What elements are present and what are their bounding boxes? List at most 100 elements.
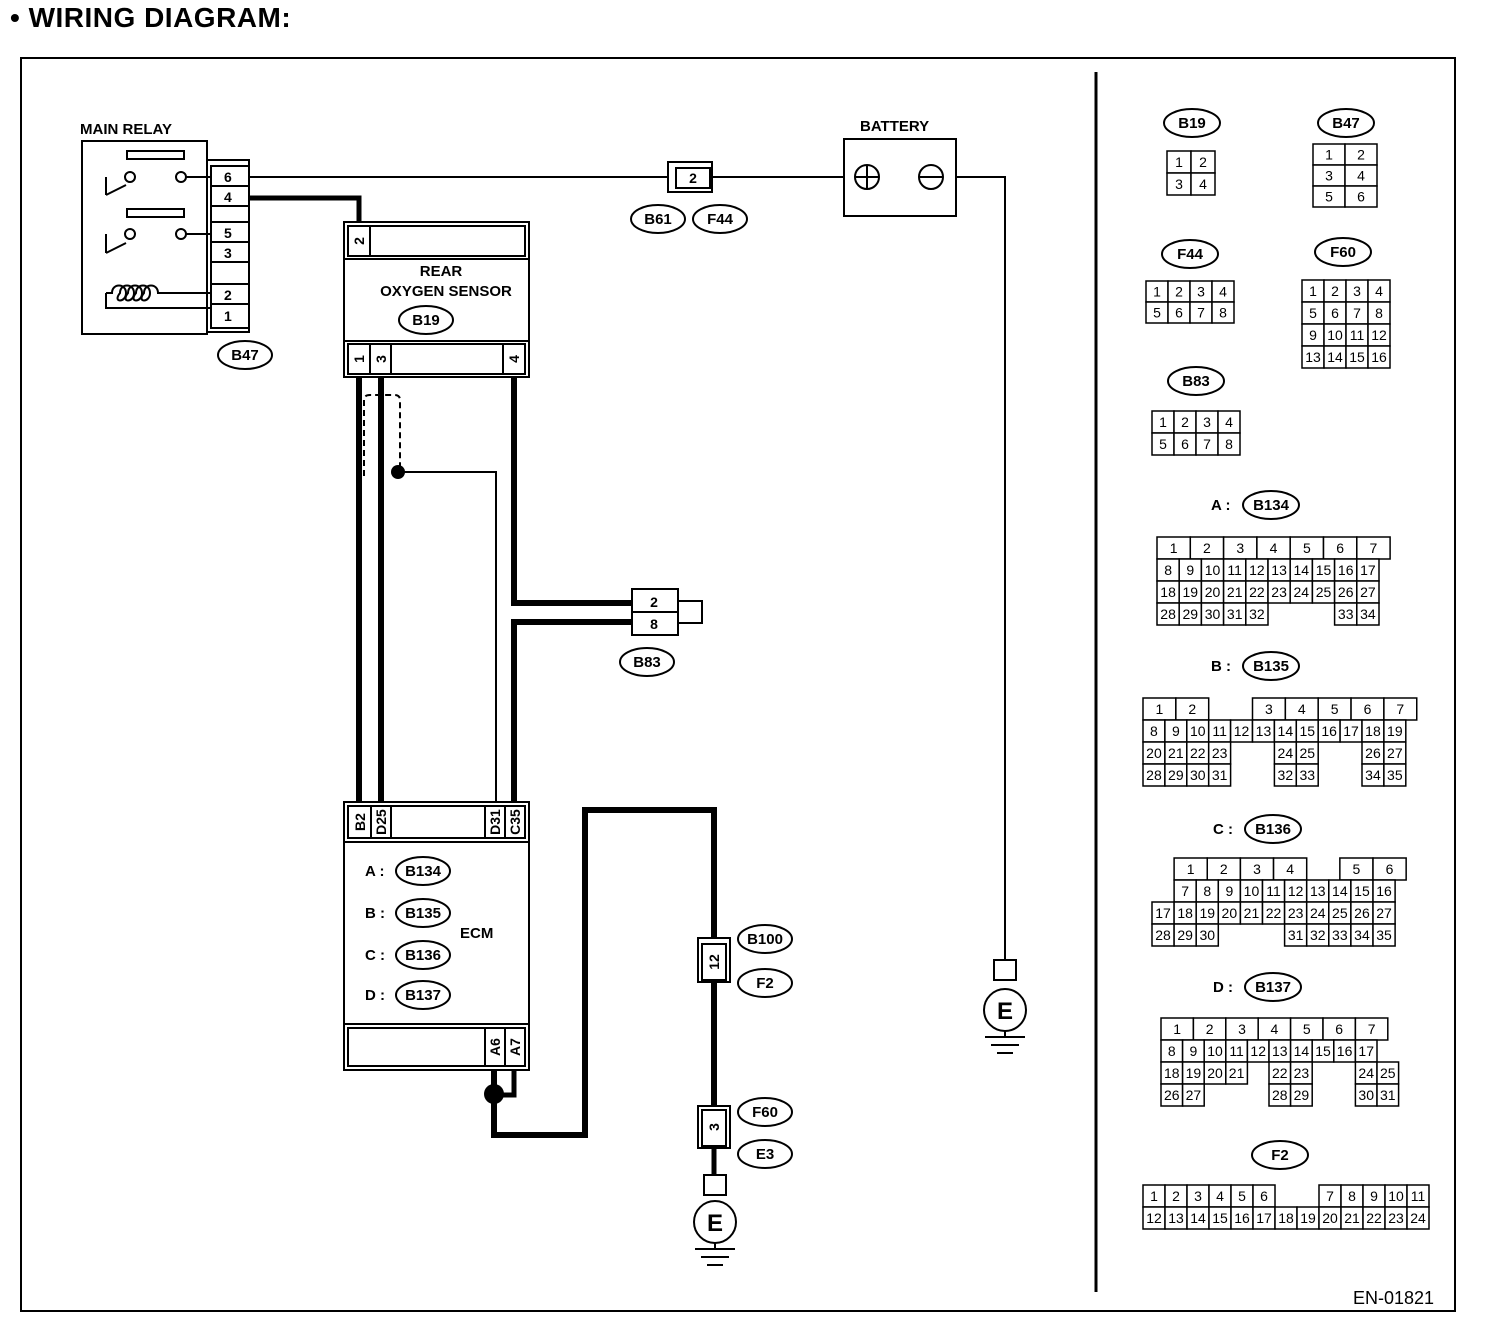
pin-number: 20	[1207, 1065, 1223, 1081]
pin-number: 30	[1358, 1087, 1374, 1103]
pin-number: 20	[1222, 905, 1238, 921]
connector-view-name: F60	[1330, 244, 1356, 261]
pin-number: 11	[1411, 1188, 1426, 1204]
pin-number: 17	[1155, 905, 1171, 921]
pin-number: 20	[1146, 745, 1162, 761]
pin-number: 8	[1375, 305, 1383, 321]
connector-view-prefix: A :	[1211, 497, 1230, 514]
pin-number: 17	[1343, 723, 1359, 739]
pin-number: 5	[1303, 540, 1311, 556]
connector-tag-e3	[737, 1139, 793, 1169]
pin-number: 16	[1321, 723, 1337, 739]
svg-text:B137: B137	[405, 987, 441, 1004]
pin-number: 7	[1203, 436, 1211, 452]
pin-number: 6	[1336, 540, 1344, 556]
pin-number: 31	[1288, 927, 1304, 943]
connector-view-name: F44	[1177, 246, 1204, 263]
pin-number: 17	[1256, 1210, 1272, 1226]
svg-text:E3: E3	[756, 1146, 774, 1163]
pin-cell	[1289, 1083, 1313, 1107]
relay-pin-6: 6	[224, 169, 232, 185]
pin-number: 2	[1206, 1021, 1214, 1037]
pin-number: 15	[1299, 723, 1315, 739]
pin-number: 8	[1225, 436, 1233, 452]
pin-number: 19	[1186, 1065, 1202, 1081]
pin-number: 35	[1376, 927, 1392, 943]
pin-number: 29	[1168, 767, 1184, 783]
pin-number: 7	[1181, 883, 1189, 899]
pin-number: 7	[1197, 305, 1205, 321]
connector-view-tag	[1317, 108, 1375, 138]
pin-number: 14	[1327, 349, 1343, 365]
pin-number: 6	[1335, 1021, 1343, 1037]
pin-number: 8	[1164, 562, 1172, 578]
pin-cell	[1211, 301, 1235, 324]
pin-number: 1	[1156, 701, 1164, 717]
pin-number: 24	[1278, 745, 1294, 761]
pin-number: 18	[1164, 1065, 1180, 1081]
svg-text:E: E	[997, 998, 1013, 1025]
pin-cell	[1367, 345, 1391, 369]
pin-number: 35	[1387, 767, 1403, 783]
svg-text:2: 2	[351, 237, 367, 245]
pin-number: 6	[1386, 861, 1394, 877]
shield-outline	[363, 394, 401, 476]
pin-number: 24	[1358, 1065, 1374, 1081]
pin-cell	[1245, 602, 1269, 626]
connector-tag-f2	[737, 968, 793, 998]
pin-cell	[1372, 923, 1396, 947]
ecm: B2 D25 D31 C35 A : B134 B : B135 C : B13…	[343, 801, 530, 1071]
pin-number: 2	[1181, 414, 1189, 430]
pin-number: 22	[1190, 745, 1206, 761]
svg-text:D31: D31	[487, 809, 503, 835]
pin-number: 6	[1364, 701, 1372, 717]
pin-number: 32	[1278, 767, 1294, 783]
svg-text:2: 2	[689, 170, 697, 186]
pin-number: 16	[1337, 1043, 1353, 1059]
pin-cell	[1356, 602, 1380, 626]
pin-number: 32	[1249, 606, 1265, 622]
pin-number: 9	[1225, 883, 1233, 899]
connector-view-prefix: C :	[1213, 821, 1233, 838]
pin-number: 23	[1271, 584, 1287, 600]
pin-number: 10	[1244, 883, 1260, 899]
pin-number: 16	[1376, 883, 1392, 899]
pin-number: 14	[1332, 883, 1348, 899]
pin-number: 11	[1350, 327, 1365, 343]
pin-number: 4	[1298, 701, 1306, 717]
connector-view-name: B136	[1255, 821, 1291, 838]
pin-number: 3	[1265, 701, 1273, 717]
pin-number: 1	[1325, 147, 1333, 163]
svg-text:2: 2	[650, 594, 658, 610]
pin-number: 21	[1244, 905, 1260, 921]
pin-cell	[1195, 923, 1220, 947]
wires	[249, 176, 1006, 1175]
pin-number: 28	[1146, 767, 1162, 783]
pin-number: 25	[1299, 745, 1315, 761]
pin-number: 15	[1349, 349, 1365, 365]
connector-tag-b134	[395, 856, 451, 886]
pin-number: 29	[1177, 927, 1193, 943]
connector-view-tag	[1161, 239, 1219, 269]
svg-text:D :: D :	[365, 987, 385, 1004]
pin-cell	[1295, 763, 1319, 787]
page-title: • WIRING DIAGRAM:	[10, 2, 292, 33]
pin-number: 12	[1249, 562, 1265, 578]
ground-icon-battery: E	[983, 959, 1027, 1054]
svg-text:B100: B100	[747, 931, 783, 948]
pin-number: 27	[1376, 905, 1392, 921]
connector-view-tag	[1244, 972, 1302, 1002]
connector-view-tag	[1167, 366, 1225, 396]
pin-number: 2	[1203, 540, 1211, 556]
ground-junction-dot	[484, 1084, 504, 1104]
connector-view-prefix: B :	[1211, 658, 1231, 675]
svg-text:8: 8	[650, 616, 658, 632]
main-relay: MAIN RELAY 6 4 5 3 2 1 B47	[80, 121, 273, 370]
pin-number: 4	[1271, 1021, 1279, 1037]
svg-text:A :: A :	[365, 863, 384, 880]
ecm-label: ECM	[460, 925, 493, 942]
pin-number: 28	[1160, 606, 1176, 622]
